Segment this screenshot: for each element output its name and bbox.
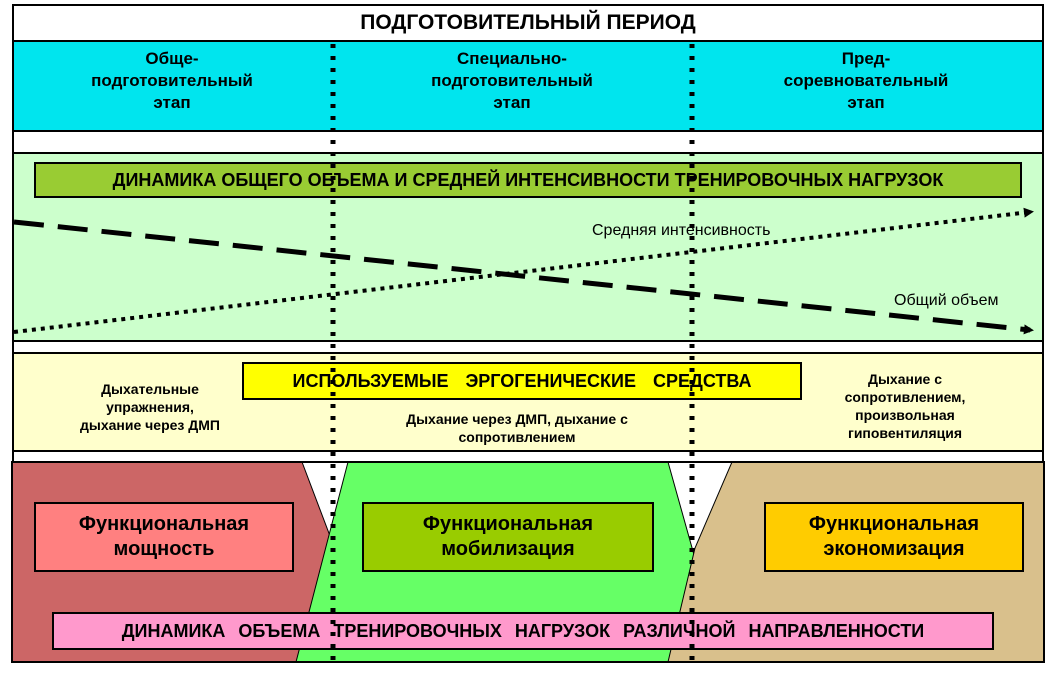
ergogenic-precompetitive-text: Дыхание с сопротивлением, произвольная г…: [800, 370, 1010, 442]
stage-precompetitive-line3: этап: [847, 93, 885, 112]
functional-economization-line2: экономизация: [823, 538, 965, 560]
functional-mobilization-box: Функциональная мобилизация: [362, 502, 654, 572]
stage-precompetitive: Пред- соревновательный этап: [716, 48, 1016, 114]
ergogenic-general-line3: дыхание через ДМП: [80, 417, 220, 433]
ergogenic-precompetitive-line2: сопротивлением,: [844, 389, 966, 405]
ergogenic-special-line1: Дыхание через ДМП, дыхание с: [406, 411, 628, 427]
functional-economization-line1: Функциональная: [808, 513, 980, 535]
dynamics-banner: ДИНАМИКА ОБЩЕГО ОБЪЕМА И СРЕДНЕЙ ИНТЕНСИ…: [34, 162, 1022, 198]
stage-special-line1: Специально-: [457, 49, 567, 68]
ergogenic-special-line2: сопротивлением: [458, 429, 576, 445]
spacer-band-3: [12, 452, 1044, 462]
stage-precompetitive-line1: Пред-: [841, 49, 891, 68]
stage-special: Специально- подготовительный этап: [362, 48, 662, 114]
spacer-band-2: [12, 342, 1044, 352]
volume-label: Общий объем: [894, 292, 999, 309]
ergogenic-general-line2: упражнения,: [106, 399, 194, 415]
stage-general-line3: этап: [153, 93, 191, 112]
ergogenic-general-text: Дыхательные упражнения, дыхание через ДМ…: [30, 380, 270, 434]
functional-power-line2: мощность: [113, 538, 215, 560]
volume-line: [13, 219, 1034, 335]
period-title: ПОДГОТОВИТЕЛЬНЫЙ ПЕРИОД: [12, 4, 1044, 42]
stage-general-line1: Обще-: [145, 49, 199, 68]
stages-header: [12, 42, 1044, 132]
stage-special-line2: подготовительный: [431, 71, 593, 90]
functional-economization-box: Функциональная экономизация: [764, 502, 1024, 572]
ergogenic-precompetitive-line1: Дыхание с: [867, 371, 943, 387]
ergogenic-general-line1: Дыхательные: [101, 381, 199, 397]
stage-special-line3: этап: [493, 93, 531, 112]
bottom-banner: ДИНАМИКА ОБЪЕМА ТРЕНИРОВОЧНЫХ НАГРУЗОК Р…: [52, 612, 994, 650]
functional-mobilization-line1: Функциональная: [422, 513, 594, 535]
ergogenic-special-text: Дыхание через ДМП, дыхание с сопротивлен…: [352, 410, 682, 446]
stage-precompetitive-line2: соревновательный: [783, 71, 949, 90]
ergogenic-precompetitive-line3: произвольная: [855, 407, 955, 423]
functional-power-box: Функциональная мощность: [34, 502, 294, 572]
functional-power-line1: Функциональная: [78, 513, 250, 535]
intensity-label: Средняя интенсивность: [592, 222, 771, 239]
functional-mobilization-line2: мобилизация: [441, 538, 575, 560]
ergogenic-precompetitive-line4: гиповентиляция: [847, 425, 963, 441]
stage-general-line2: подготовительный: [91, 71, 253, 90]
spacer-band: [12, 132, 1044, 152]
stage-general: Обще- подготовительный этап: [22, 48, 322, 114]
